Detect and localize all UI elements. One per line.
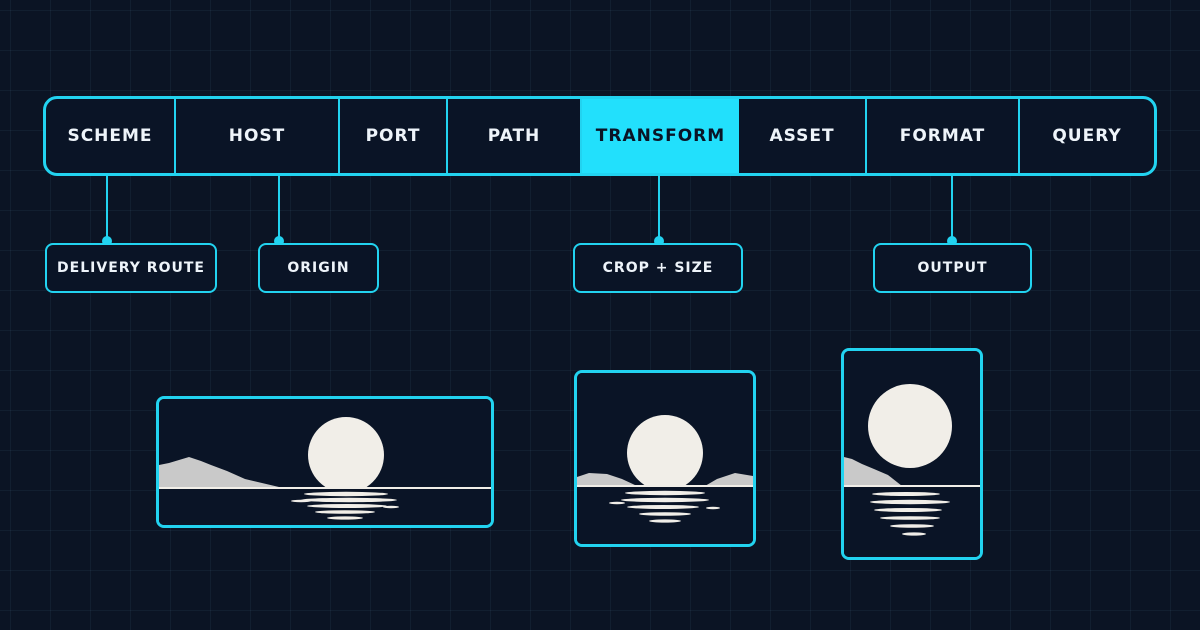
connector-scheme — [106, 176, 108, 241]
connector-dot-scheme — [102, 236, 112, 246]
preview-portrait — [841, 348, 983, 560]
segment-query[interactable]: QUERY — [1052, 126, 1122, 146]
preview-square — [574, 370, 756, 547]
callout-output: OUTPUT — [873, 243, 1032, 293]
moon-portrait-image — [844, 351, 980, 557]
preview-landscape — [156, 396, 494, 528]
segment-port[interactable]: PORT — [340, 99, 448, 173]
connector-format — [951, 176, 953, 241]
callout-delivery-route: DELIVERY ROUTE — [45, 243, 217, 293]
connector-dot-format — [947, 236, 957, 246]
moon-square-image — [577, 373, 753, 544]
segment-path[interactable]: PATH — [448, 99, 582, 173]
segment-asset[interactable]: ASSET — [739, 99, 867, 173]
connector-host — [278, 176, 280, 241]
url-bar: SCHEME HOST PORT PATH TRANSFORM ASSET FO… — [43, 96, 1157, 176]
callout-origin: ORIGIN — [258, 243, 379, 293]
connector-dot-transform — [654, 236, 664, 246]
connector-dot-host — [274, 236, 284, 246]
segment-transform[interactable]: TRANSFORM — [582, 99, 739, 173]
segment-format[interactable]: FORMAT — [867, 99, 1020, 173]
moon-landscape-image — [159, 399, 491, 525]
callout-crop-size: CROP + SIZE — [573, 243, 743, 293]
segment-host[interactable]: HOST — [176, 99, 340, 173]
connector-transform — [658, 176, 660, 241]
segment-scheme[interactable]: SCHEME — [46, 99, 176, 173]
